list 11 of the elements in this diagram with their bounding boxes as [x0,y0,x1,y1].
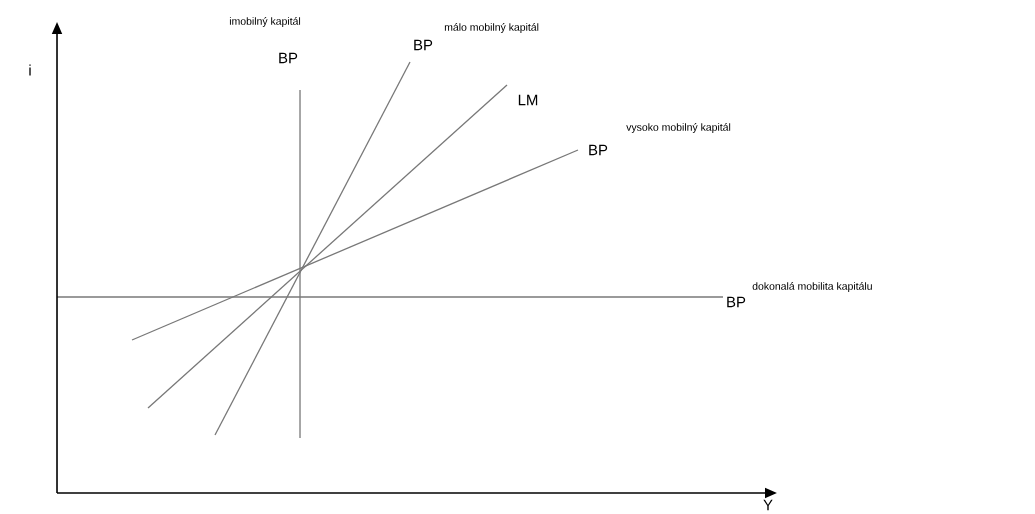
axis-label: i [29,64,31,76]
curve-label: LM [518,94,538,106]
curve-label: BP [279,52,298,64]
curve-note: dokonalá mobilita kapitálu [752,282,872,292]
curve-note: málo mobilný kapitál [444,23,539,33]
axis-label: Y [763,499,773,511]
curve-label: BP [727,296,746,308]
curve-note: imobilný kapitál [229,17,301,27]
curve-note: vysoko mobilný kapitál [626,123,731,133]
curve-label: BP [589,144,608,156]
curve-label: BP [414,39,433,51]
